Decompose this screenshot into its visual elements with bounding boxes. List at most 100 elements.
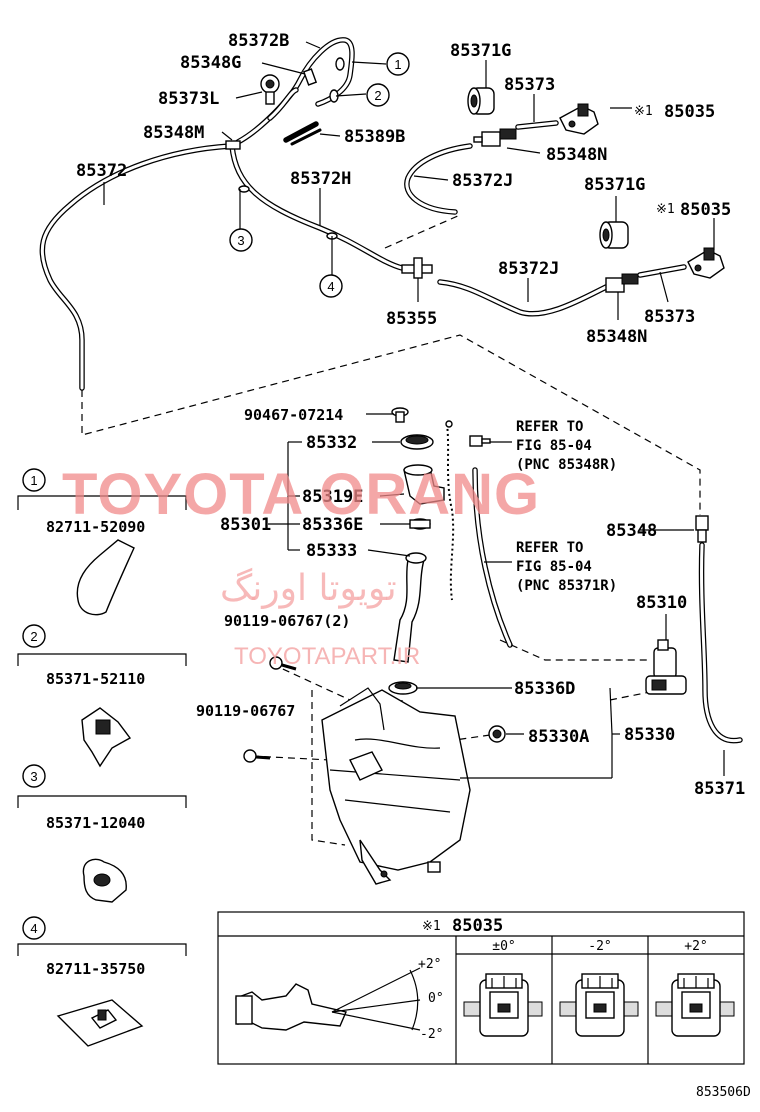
label-85373-lower: 85373	[644, 307, 695, 327]
hose-85372	[39, 143, 233, 391]
refer-note-85348R: REFER TO FIG 85-04 (PNC 85348R)	[516, 419, 617, 473]
aim-table-col-plus2: +2°	[684, 939, 707, 954]
reservoir-tank-85330	[321, 687, 471, 885]
screw-90467	[391, 407, 409, 423]
label-85332: 85332	[306, 433, 357, 453]
watermark-line1: TOYOTA ORANG	[62, 462, 540, 527]
callout-3: 3	[229, 228, 253, 252]
aim-table-title: 85035	[452, 916, 503, 936]
refer-note-85348R-line2: FIG 85-04	[516, 438, 592, 454]
label-note-mark-lower: ※1	[656, 202, 675, 217]
legend-item-2-num: 2	[30, 629, 37, 644]
label-85035-upper: 85035	[664, 102, 715, 122]
connector-view-plus2	[655, 973, 735, 1037]
connector-85348	[695, 515, 709, 543]
label-85355: 85355	[386, 309, 437, 329]
angle-zero: 0°	[428, 991, 444, 1006]
label-85371: 85371	[694, 779, 745, 799]
connector-85348M	[225, 140, 241, 150]
refer-note-85348R-line1: REFER TO	[516, 419, 583, 435]
connector-85348G	[302, 68, 318, 86]
label-85389B: 85389B	[344, 127, 405, 147]
hose-85389B	[283, 121, 322, 146]
legend-item-2: 2 85371-52110	[17, 624, 187, 768]
label-85330: 85330	[624, 725, 675, 745]
label-85372: 85372	[76, 161, 127, 181]
leader-lines	[103, 41, 725, 779]
callout-4-label: 4	[327, 279, 334, 294]
aim-table-col-minus2: -2°	[588, 939, 611, 954]
label-85373L: 85373L	[158, 89, 219, 109]
label-85372J-lower: 85372J	[498, 259, 559, 279]
bolt-90119-lower	[243, 749, 271, 763]
connector-view-minus2	[559, 973, 639, 1037]
valve-85348N-upper	[473, 128, 517, 147]
level-gauge	[445, 420, 455, 601]
diagram-code: 853506D	[696, 1085, 751, 1100]
label-85348G: 85348G	[180, 53, 241, 73]
legend-item-2-part: 85371-52110	[46, 670, 145, 688]
callout-1-label: 1	[394, 57, 401, 72]
refer-note-85348R-line3: (PNC 85348R)	[516, 457, 617, 473]
label-90467-07214: 90467-07214	[244, 406, 343, 424]
grommet-85371G-upper	[467, 87, 495, 115]
refer-note-85371R: REFER TO FIG 85-04 (PNC 85371R)	[516, 540, 617, 594]
callout-4: 4	[319, 274, 343, 298]
label-85310: 85310	[636, 593, 687, 613]
label-85319E: 85319E	[302, 487, 363, 507]
legend-item-4-part: 82711-35750	[46, 960, 145, 978]
legend-item-1-part: 82711-52090	[46, 518, 145, 536]
callout-2-label: 2	[374, 88, 381, 103]
hose-85372H	[229, 143, 405, 271]
legend-item-3: 3 85371-12040	[17, 764, 187, 903]
legend-item-3-num: 3	[30, 769, 37, 784]
aim-table-mark: ※1	[422, 919, 441, 934]
label-85336E: 85336E	[302, 515, 363, 535]
label-90119-06767: 90119-06767	[196, 702, 295, 720]
label-85372J-upper: 85372J	[452, 171, 513, 191]
grommet-85336D	[388, 681, 418, 695]
valve-85348N-lower	[605, 273, 639, 293]
aim-table-col-0: ±0°	[492, 939, 515, 954]
nozzle-85035-upper	[559, 103, 599, 135]
connector-view-0	[463, 973, 543, 1037]
connector-refer-85348R	[469, 435, 491, 447]
watermark-line3: TOYOTAPART.IR	[234, 643, 420, 670]
label-85333: 85333	[306, 541, 357, 561]
legend-item-4-num: 4	[30, 921, 37, 936]
label-85336D: 85336D	[514, 679, 575, 699]
legend-item-1-num: 1	[30, 473, 37, 488]
grommet-85371G-lower	[599, 221, 629, 249]
nozzle-85035-lower	[687, 247, 725, 279]
inlet-85319E	[403, 464, 445, 505]
hose-85373-lower	[637, 264, 687, 278]
hose-85372J-upper	[404, 143, 473, 215]
filler-tube-85333	[393, 552, 427, 663]
label-85371G-lower: 85371G	[584, 175, 645, 195]
hose-85372J-lower	[437, 279, 609, 317]
angle-plus2: +2°	[418, 957, 441, 972]
aim-table: ※1 85035 ±0° -2° +2° +2° 0° -2°	[217, 911, 745, 1065]
label-85348M: 85348M	[143, 123, 204, 143]
tee-85355	[401, 257, 433, 279]
label-85348N-lower: 85348N	[586, 327, 647, 347]
label-90119-06767-qty2: 90119-06767(2)	[224, 612, 350, 630]
label-85372H: 85372H	[290, 169, 351, 189]
legend-item-1: 1 82711-52090	[17, 468, 187, 616]
label-85373-upper: 85373	[504, 75, 555, 95]
bolt-85373L	[260, 74, 280, 105]
legend-item-4: 4 82711-35750	[17, 916, 187, 1047]
label-85301: 85301	[220, 515, 271, 535]
bolt-90119-upper	[269, 656, 297, 671]
hose-85373-upper	[515, 120, 559, 130]
label-85330A: 85330A	[528, 727, 589, 747]
hose-refer-85371R	[472, 467, 513, 648]
callout-1: 1	[386, 52, 410, 76]
grommet-85330A	[488, 725, 506, 743]
nozzle-angle-sketch: +2° 0° -2°	[235, 957, 444, 1042]
label-note-mark-upper: ※1	[634, 104, 653, 119]
refer-note-85371R-line1: REFER TO	[516, 540, 583, 556]
cap-85332	[400, 434, 434, 450]
